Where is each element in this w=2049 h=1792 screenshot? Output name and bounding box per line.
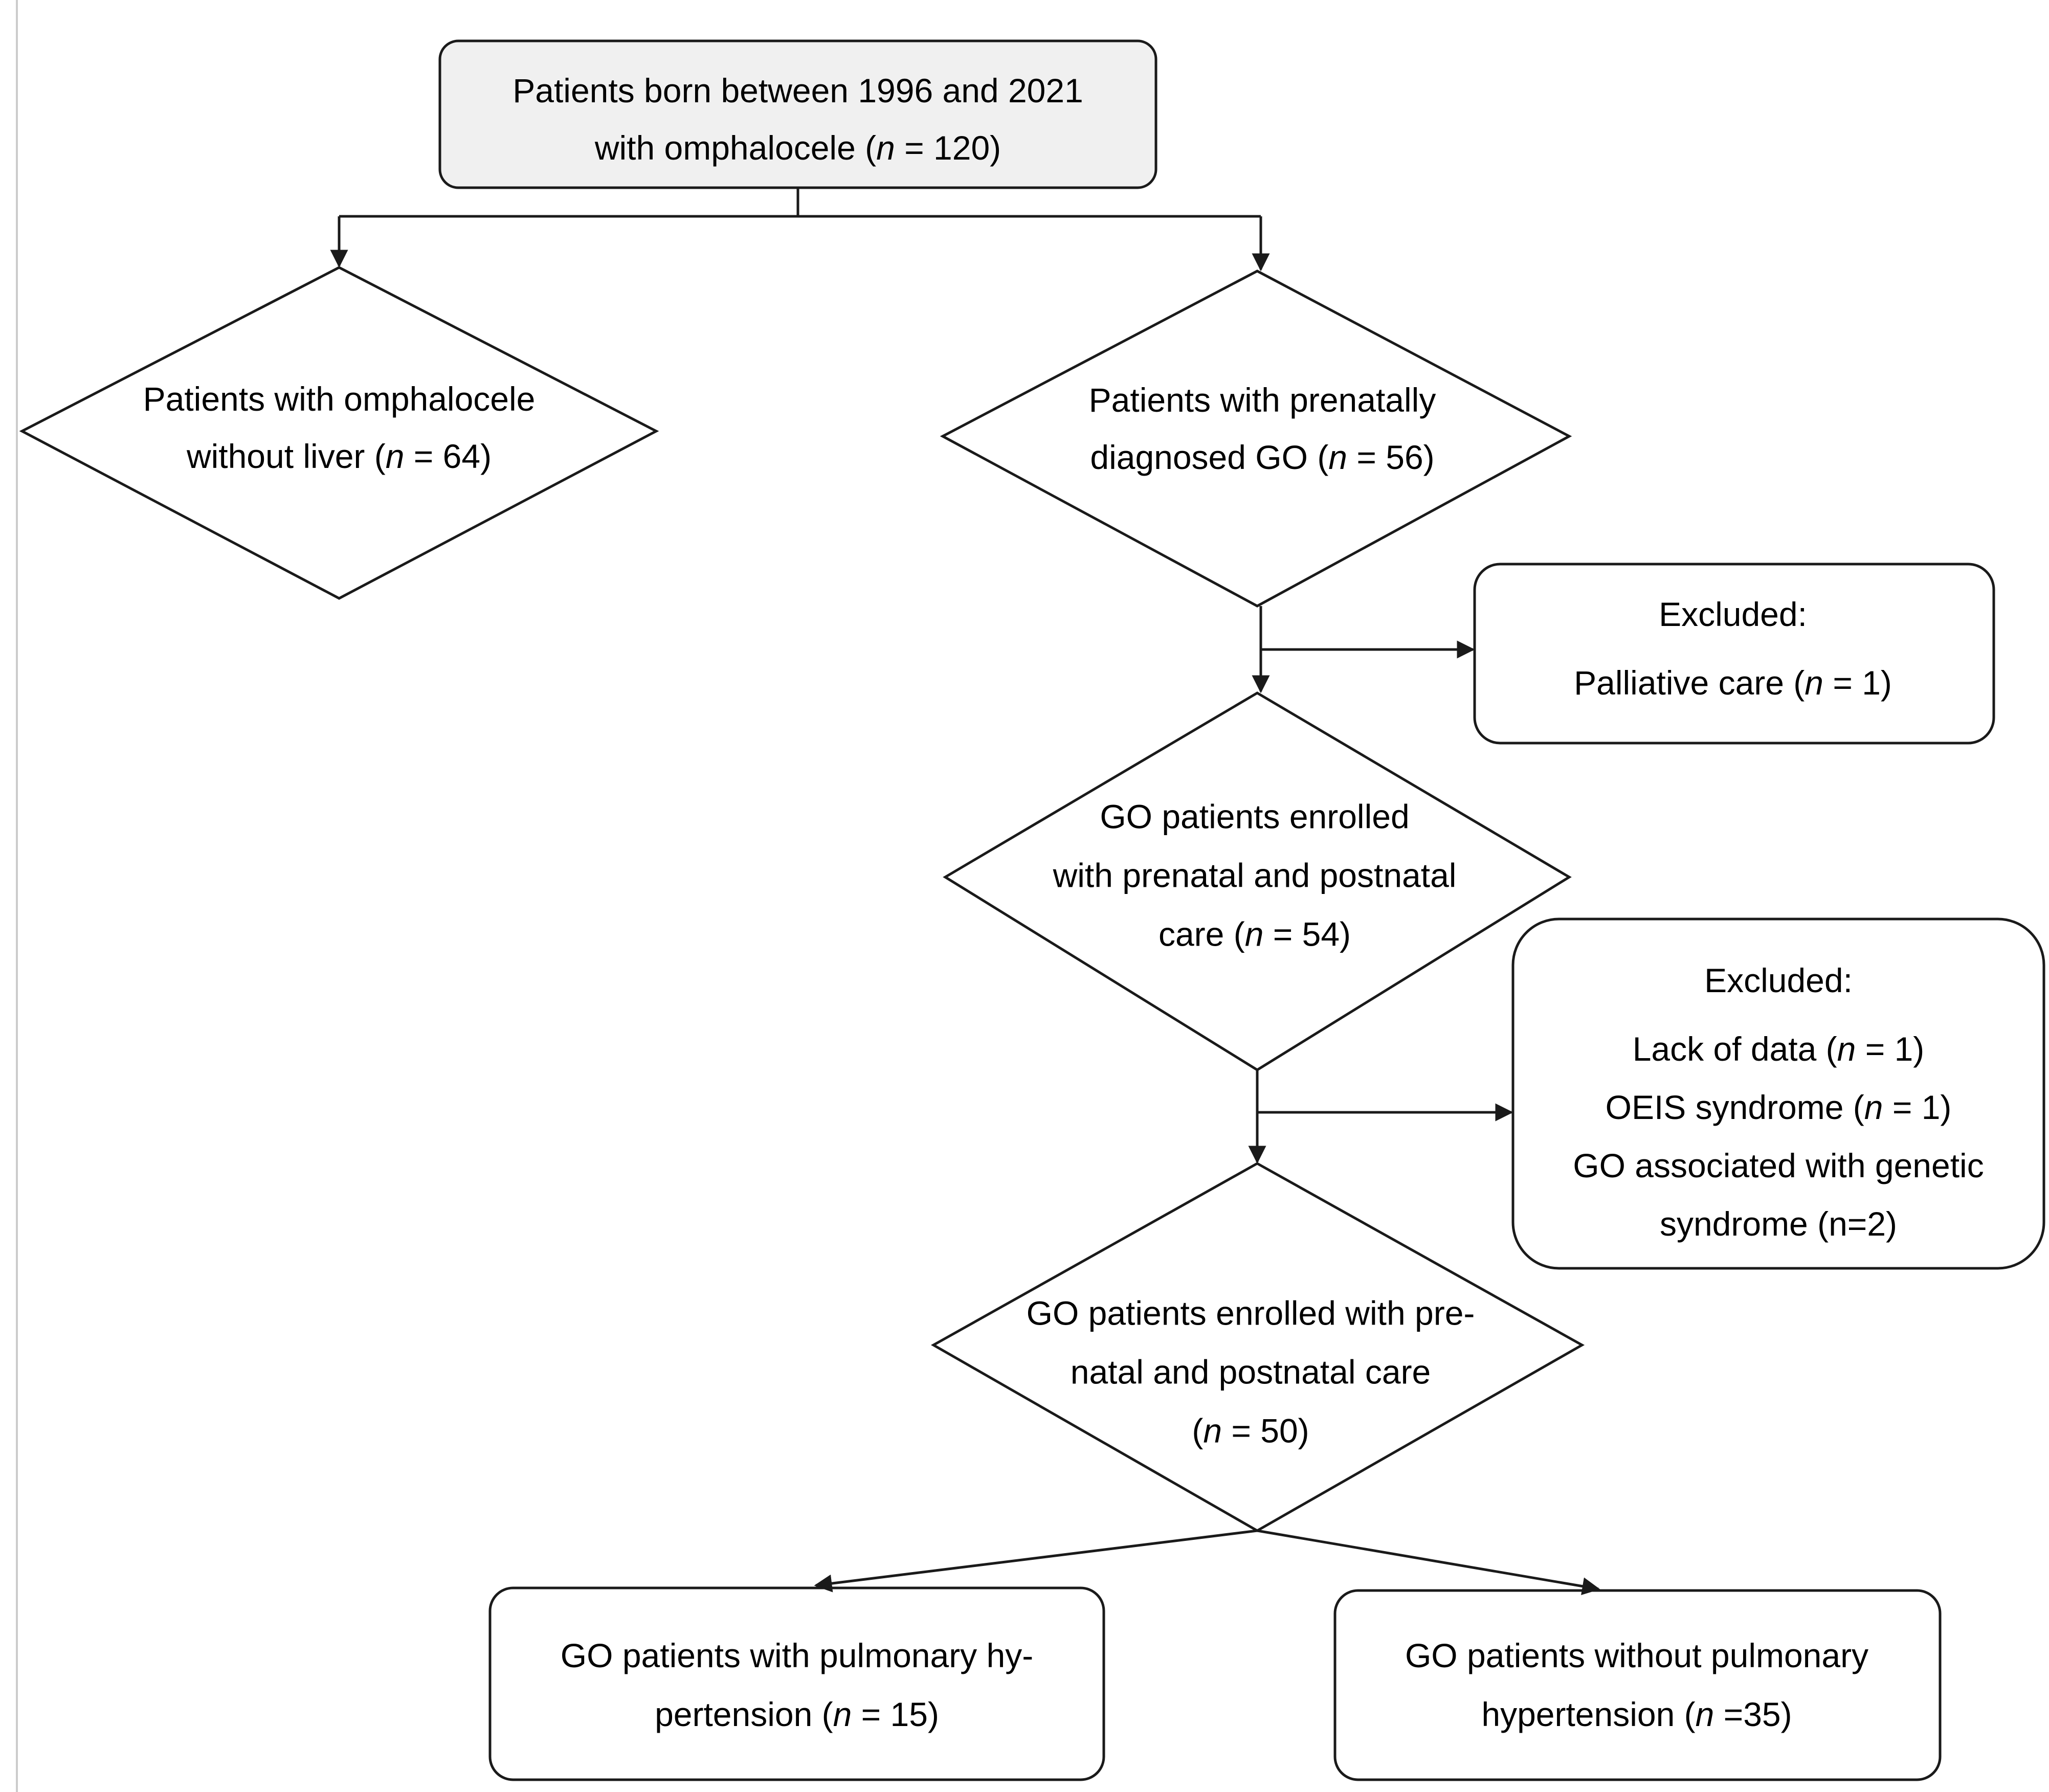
- enrolled-54-line-1: GO patients enrolled: [1100, 797, 1410, 836]
- start-line-2: with omphalocele (n = 120): [594, 129, 1001, 167]
- excluded-2-line-2: OEIS syndrome (n = 1): [1605, 1088, 1952, 1126]
- without-liver-label: Patients with omphalocele without liver …: [143, 370, 536, 485]
- with-ph-line-1: GO patients with pulmonary hy-: [560, 1637, 1034, 1674]
- enrolled-54-line-3: care (n = 54): [1158, 915, 1351, 953]
- start-box-label: Patients born between 1996 and 2021 with…: [513, 62, 1083, 176]
- prenatal-go-label: Patients with prenatally diagnosed GO (n…: [1089, 371, 1436, 486]
- excluded-2-line-1: Lack of data (n = 1): [1632, 1030, 1925, 1068]
- excluded-2-line-4: syndrome (n=2): [1659, 1205, 1898, 1243]
- excluded-2-label: Excluded: Lack of data (n = 1) OEIS synd…: [1573, 951, 1984, 1253]
- excluded-2-line-3: GO associated with genetic: [1573, 1147, 1984, 1184]
- enrolled-50-label: GO patients enrolled with pre- natal and…: [1027, 1284, 1475, 1461]
- without-liver-diamond: [19, 266, 659, 600]
- enrolled-54-label: GO patients enrolled with prenatal and p…: [1053, 788, 1457, 964]
- enrolled-50-line-3: (n = 50): [1192, 1412, 1309, 1450]
- prenatal-go-line-1: Patients with prenatally: [1088, 381, 1436, 419]
- with-ph-box: [488, 1586, 1105, 1781]
- without-liver-line-2: without liver (n = 64): [186, 437, 492, 475]
- with-ph-label: GO patients with pulmonary hy- pertensio…: [561, 1626, 1033, 1744]
- start-line-1: Patients born between 1996 and 2021: [513, 72, 1083, 109]
- without-ph-box: [1333, 1589, 1942, 1781]
- excluded-box-2: [1511, 917, 2045, 1270]
- excluded-1-label: Excluded: Palliative care (n = 1): [1574, 580, 1892, 717]
- with-ph-line-2: pertension (n = 15): [655, 1695, 939, 1733]
- excluded-1-title: Excluded:: [1659, 595, 1807, 633]
- without-ph-line-2: hypertension (n =35): [1481, 1695, 1792, 1733]
- without-ph-label: GO patients without pulmonary hypertensi…: [1405, 1626, 1868, 1744]
- arrow-to-with-ph: [814, 1529, 1258, 1593]
- enrolled-50-line-1: GO patients enrolled with pre-: [1026, 1294, 1475, 1332]
- excluded-2-title: Excluded:: [1704, 961, 1853, 999]
- enrolled-54-line-2: with prenatal and postnatal: [1053, 856, 1457, 894]
- prenatal-go-diamond: [940, 270, 1572, 608]
- without-liver-line-1: Patients with omphalocele: [143, 380, 536, 418]
- excluded-1-line-1: Palliative care (n = 1): [1574, 664, 1892, 702]
- prenatal-go-line-2: diagnosed GO (n = 56): [1090, 438, 1435, 476]
- enrolled-50-line-2: natal and postnatal care: [1070, 1353, 1431, 1391]
- without-ph-line-1: GO patients without pulmonary: [1405, 1637, 1869, 1674]
- arrow-to-without-ph: [1257, 1529, 1600, 1595]
